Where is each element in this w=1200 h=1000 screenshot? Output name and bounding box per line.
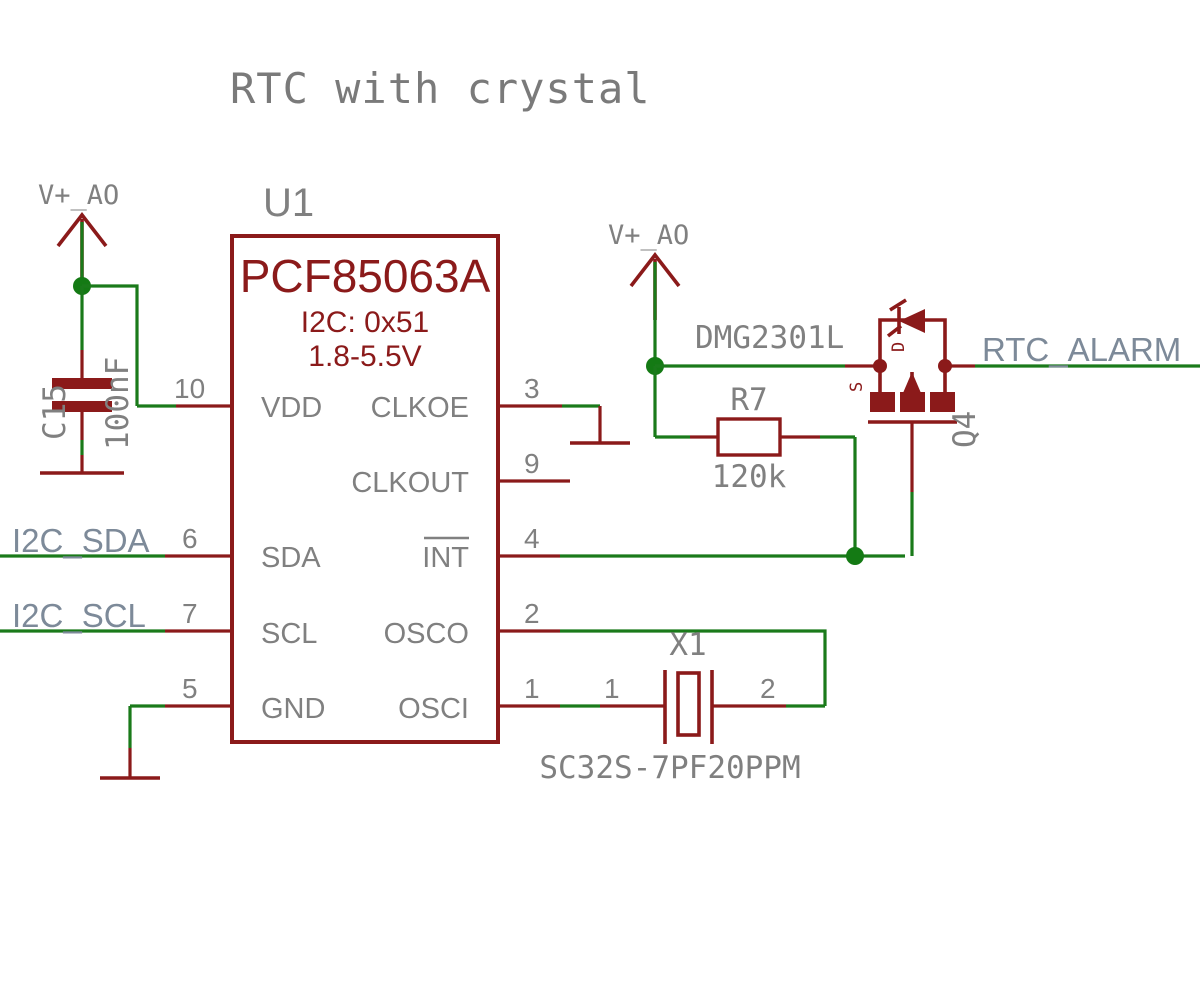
power-arrow-head-2 [629, 252, 681, 288]
power-symbol-vplus-ao-left[interactable]: V+_AO [38, 180, 119, 284]
junction-dot-mosfet-source [873, 359, 887, 373]
capacitor-value: 100nF [100, 357, 136, 450]
mosfet-q4[interactable]: DMG2301L [695, 298, 983, 556]
crystal-body [676, 671, 701, 737]
ic-pin-label-clkoe: CLKOE [371, 392, 469, 424]
net-label-rtc-alarm[interactable]: RTC_ALARM [982, 331, 1181, 368]
ic-pin-number-7: 7 [182, 598, 198, 629]
mosfet-part-number: DMG2301L [695, 320, 844, 356]
capacitor-reference: C15 [37, 384, 73, 440]
ic-pin-number-2: 2 [524, 598, 540, 629]
ic-pin-label-sda: SDA [261, 542, 321, 574]
power-symbol-label-2: V+_AO [608, 220, 689, 251]
resistor-value: 120k [712, 459, 787, 495]
ic-pin-number-1: 1 [524, 673, 540, 704]
power-symbol-vplus-ao-right[interactable]: V+_AO [608, 220, 689, 320]
ic-pin-number-6: 6 [182, 523, 198, 554]
crystal-value: SC32S-7PF20PPM [539, 750, 800, 786]
sheet-title: RTC with crystal [230, 64, 651, 113]
ic-pin-label-vdd: VDD [261, 392, 322, 424]
mosfet-source-pin-label: S [847, 382, 867, 392]
crystal-reference: X1 [669, 627, 706, 663]
power-symbol-label: V+_AO [38, 180, 119, 211]
ic-pin-label-int: INT [422, 542, 469, 574]
ic-part-name: PCF85063A [240, 250, 491, 302]
resistor-reference: R7 [730, 382, 767, 418]
ic-pin-label-gnd: GND [261, 693, 325, 725]
wire-osco-route [560, 629, 827, 706]
crystal-x1[interactable]: X1 SC32S-7PF20PPM 1 2 [539, 627, 825, 786]
mosfet-channel-right [930, 392, 955, 412]
ic-pin-number-4: 4 [524, 523, 540, 554]
ic-pin-label-scl: SCL [261, 618, 317, 650]
mosfet-body-diode-tick-2 [886, 324, 903, 338]
power-arrow-head [56, 212, 108, 248]
junction-dot-int-node [846, 547, 864, 565]
ic-pin-number-10: 10 [174, 373, 205, 404]
capacitor-c15[interactable]: C15 100nF [37, 286, 136, 475]
mosfet-body-diode-triangle [899, 309, 925, 333]
ic-sub-line-1: I2C: 0x51 [301, 306, 429, 339]
crystal-pin-number-1: 1 [604, 673, 620, 704]
r7-body [716, 417, 782, 457]
cap-plate-top [52, 378, 112, 389]
ic-reference: U1 [263, 181, 314, 225]
ic-pin-label-osco: OSCO [384, 618, 469, 650]
ic-pin-label-clkout: CLKOUT [351, 467, 469, 499]
mosfet-body-diode-tick-1 [889, 298, 907, 312]
mosfet-drain-pin-label: D [889, 342, 909, 352]
crystal-pin-number-2: 2 [760, 673, 776, 704]
mosfet-reference: Q4 [947, 411, 983, 448]
ic-pin-number-3: 3 [524, 373, 540, 404]
ic-pin-number-5: 5 [182, 673, 198, 704]
ic-sub-line-2: 1.8-5.5V [308, 340, 421, 373]
ic-pin-label-osci: OSCI [398, 693, 469, 725]
net-label-i2c-scl[interactable]: I2C_SCL [12, 597, 146, 634]
ic-pin-number-9: 9 [524, 448, 540, 479]
net-label-i2c-sda[interactable]: I2C_SDA [12, 522, 150, 559]
wire-vdd-to-pin10-corner [82, 284, 139, 406]
mosfet-channel-left [870, 392, 895, 412]
cap-plate-bottom [52, 401, 112, 412]
resistor-r7[interactable]: R7 120k [690, 382, 855, 495]
ic-body-u1[interactable] [230, 234, 500, 744]
